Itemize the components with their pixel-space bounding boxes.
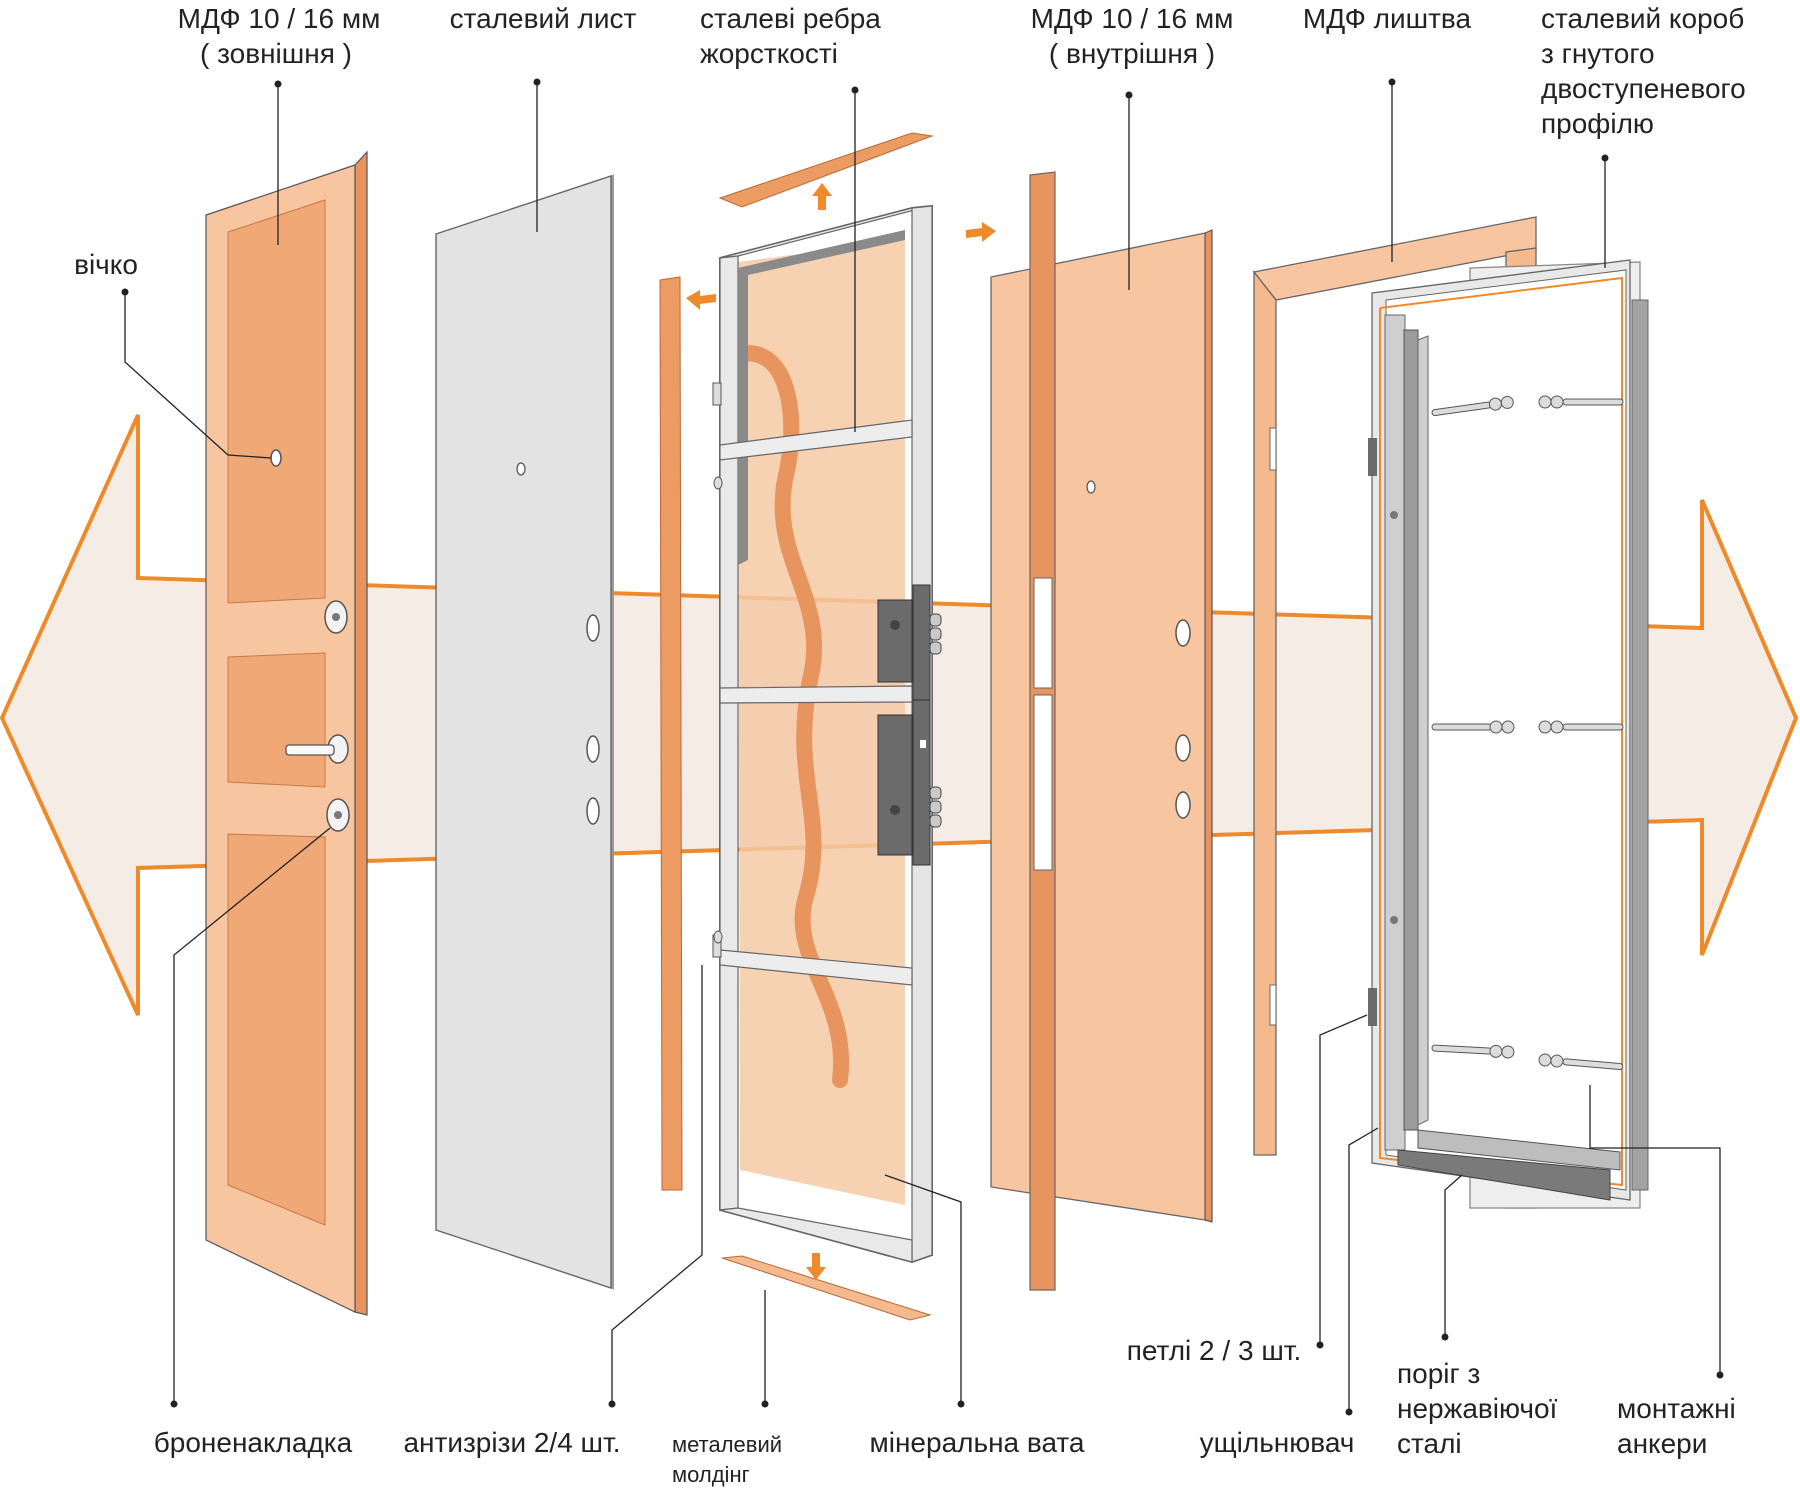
top-strip <box>718 132 934 208</box>
label-anti-cut: антизрізи 2/4 шт. <box>403 1427 620 1458</box>
leader-lines <box>121 78 1724 1416</box>
motion-arrows <box>686 183 996 1280</box>
side-strip-left <box>659 276 683 1191</box>
label-molding-line1: металевий <box>672 1432 782 1457</box>
label-mdf-outer-line1: МДФ 10 / 16 мм <box>178 3 381 34</box>
label-mineral-wool: мінеральна вата <box>870 1427 1085 1458</box>
label-frame-line4: профілю <box>1541 108 1654 139</box>
inner-mdf-panel <box>990 171 1213 1291</box>
label-mdf-outer-line2: ( зовнішня ) <box>200 38 352 69</box>
labels: МДФ 10 / 16 мм ( зовнішня ) сталевий лис… <box>74 3 1746 1487</box>
label-mdf-inner-line1: МДФ 10 / 16 мм <box>1031 3 1234 34</box>
outer-mdf-panel <box>205 150 368 1316</box>
steel-door-frame <box>712 204 942 1264</box>
label-anchors-line1: монтажні <box>1617 1393 1736 1424</box>
label-frame-line2: з гнутого <box>1541 38 1655 69</box>
label-peephole: вічко <box>74 249 138 280</box>
label-steel-sheet: сталевий лист <box>450 3 637 34</box>
label-armor-plate: броненакладка <box>154 1427 353 1458</box>
label-anchors-line2: анкери <box>1617 1428 1707 1459</box>
steel-sheet <box>435 174 614 1290</box>
label-frame-line1: сталевий короб <box>1541 3 1744 34</box>
label-frame-line3: двоступеневого <box>1541 73 1746 104</box>
label-threshold-line1: поріг з <box>1397 1358 1480 1389</box>
mounting-anchors <box>1431 395 1624 1071</box>
label-threshold-line3: сталі <box>1397 1428 1462 1459</box>
label-molding-line2: молдінг <box>672 1462 750 1487</box>
label-mdf-inner-line2: ( внутрішня ) <box>1049 38 1215 69</box>
steel-door-box <box>1368 259 1649 1209</box>
label-hinges: петлі 2 / 3 шт. <box>1127 1335 1302 1366</box>
label-seal: ущільнювач <box>1200 1427 1355 1458</box>
bottom-strip <box>721 1255 932 1321</box>
label-ribs-line2: жорсткості <box>700 38 838 69</box>
label-casing: МДФ лиштва <box>1303 3 1472 34</box>
label-threshold-line2: нержавіючої <box>1397 1393 1558 1424</box>
label-ribs-line1: сталеві ребра <box>700 3 881 34</box>
